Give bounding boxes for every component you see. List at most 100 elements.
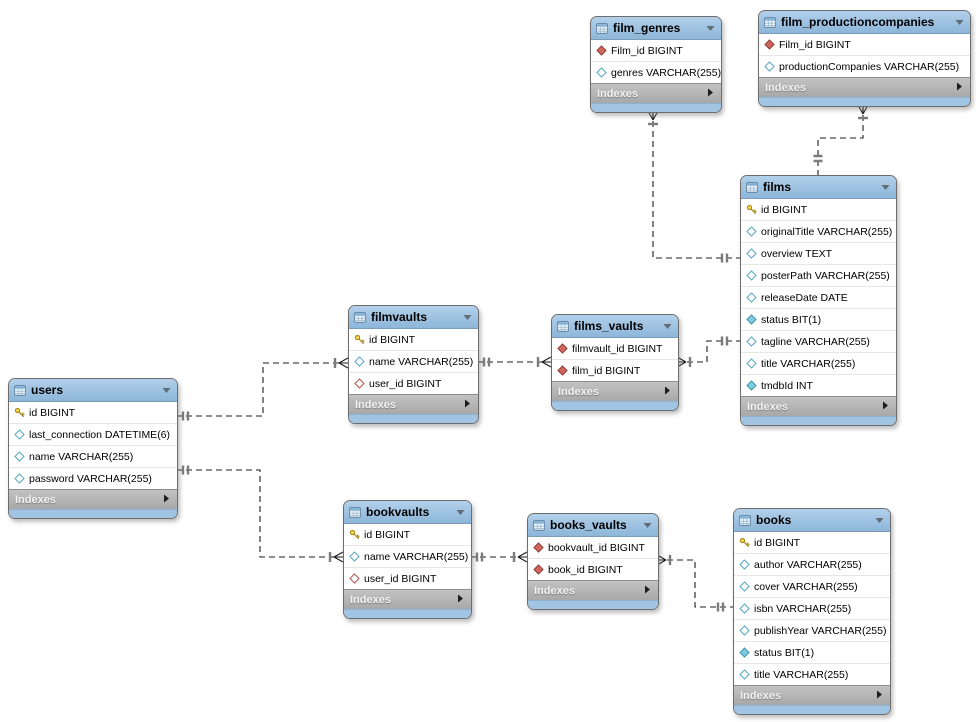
cardinality-one-marker bbox=[813, 154, 823, 163]
collapse-arrow-icon[interactable] bbox=[643, 516, 652, 534]
column-label: password VARCHAR(255) bbox=[29, 472, 152, 485]
collapse-arrow-icon[interactable] bbox=[881, 178, 890, 196]
relationship-line-users-filmvaults[interactable] bbox=[176, 362, 348, 417]
expand-arrow-icon[interactable] bbox=[876, 690, 883, 702]
indexes-section[interactable]: Indexes bbox=[591, 83, 721, 103]
indexes-section[interactable]: Indexes bbox=[344, 589, 471, 609]
table-header-filmvaults[interactable]: filmvaults bbox=[349, 306, 478, 329]
relationship-line-films_vaults-films[interactable] bbox=[677, 340, 740, 363]
column-label: isbn VARCHAR(255) bbox=[754, 602, 852, 615]
indexes-section[interactable]: Indexes bbox=[349, 394, 478, 414]
column-label: id BIGINT bbox=[754, 536, 801, 549]
collapse-arrow-icon[interactable] bbox=[663, 317, 672, 335]
table-title: bookvaults bbox=[366, 505, 430, 519]
diamond-filled-cyan-icon bbox=[738, 647, 750, 659]
indexes-label: Indexes bbox=[765, 81, 806, 94]
diamond-filled-red-icon bbox=[763, 39, 775, 51]
expand-arrow-icon[interactable] bbox=[956, 82, 963, 94]
table-footer-strip bbox=[528, 600, 658, 609]
column-row: originalTitle VARCHAR(255) bbox=[741, 221, 896, 243]
collapse-arrow-icon[interactable] bbox=[955, 13, 964, 31]
indexes-section[interactable]: Indexes bbox=[9, 489, 177, 509]
diamond-open-cyan-icon bbox=[738, 603, 750, 615]
diamond-filled-red-icon bbox=[595, 45, 607, 57]
diamond-open-cyan-icon bbox=[745, 292, 757, 304]
relationship-line-film_genres-films[interactable] bbox=[652, 111, 740, 259]
collapse-arrow-icon[interactable] bbox=[162, 381, 171, 399]
table-icon bbox=[596, 22, 608, 34]
collapse-arrow-icon[interactable] bbox=[706, 19, 715, 37]
diamond-filled-red-icon bbox=[556, 343, 568, 355]
diamond-open-cyan-icon bbox=[745, 358, 757, 370]
table-header-books_vaults[interactable]: books_vaults bbox=[528, 514, 658, 537]
diamond-open-cyan-icon bbox=[738, 625, 750, 637]
cardinality-one-marker bbox=[475, 552, 484, 562]
table-icon bbox=[349, 506, 361, 518]
diamond-open-cyan-icon bbox=[763, 61, 775, 73]
table-header-bookvaults[interactable]: bookvaults bbox=[344, 501, 471, 524]
collapse-arrow-icon[interactable] bbox=[456, 503, 465, 521]
collapse-arrow-icon[interactable] bbox=[463, 308, 472, 326]
column-label: author VARCHAR(255) bbox=[754, 558, 862, 571]
column-row: tagline VARCHAR(255) bbox=[741, 331, 896, 353]
table-icon bbox=[739, 514, 751, 526]
relationship-line-books_vaults-books[interactable] bbox=[657, 559, 733, 608]
diamond-open-red-icon bbox=[348, 573, 360, 585]
diamond-filled-cyan-icon bbox=[745, 314, 757, 326]
column-label: originalTitle VARCHAR(255) bbox=[761, 225, 893, 238]
expand-arrow-icon[interactable] bbox=[664, 386, 671, 398]
diamond-open-cyan-icon bbox=[13, 451, 25, 463]
column-label: tagline VARCHAR(255) bbox=[761, 335, 870, 348]
column-row: name VARCHAR(255) bbox=[9, 446, 177, 468]
indexes-section[interactable]: Indexes bbox=[734, 685, 890, 705]
table-header-films[interactable]: films bbox=[741, 176, 896, 199]
expand-arrow-icon[interactable] bbox=[464, 399, 471, 411]
relationship-line-film_productioncompanies-films[interactable] bbox=[817, 105, 864, 175]
table-header-film_genres[interactable]: film_genres bbox=[591, 17, 721, 40]
table-icon bbox=[533, 519, 545, 531]
indexes-section[interactable]: Indexes bbox=[552, 381, 678, 401]
key-icon bbox=[348, 529, 360, 541]
column-label: title VARCHAR(255) bbox=[754, 668, 849, 681]
table-footer-strip bbox=[344, 609, 471, 618]
table-header-users[interactable]: users bbox=[9, 379, 177, 402]
table-header-films_vaults[interactable]: films_vaults bbox=[552, 315, 678, 338]
column-label: bookvault_id BIGINT bbox=[548, 541, 645, 554]
table-title: films bbox=[763, 180, 792, 194]
table-header-film_productioncompanies[interactable]: film_productioncompanies bbox=[759, 11, 970, 34]
expand-arrow-icon[interactable] bbox=[644, 585, 651, 597]
table-title: books_vaults bbox=[550, 518, 627, 532]
key-icon bbox=[738, 537, 750, 549]
indexes-section[interactable]: Indexes bbox=[741, 396, 896, 416]
expand-arrow-icon[interactable] bbox=[457, 594, 464, 606]
collapse-arrow-icon[interactable] bbox=[875, 511, 884, 529]
indexes-section[interactable]: Indexes bbox=[759, 77, 970, 97]
column-label: filmvault_id BIGINT bbox=[572, 342, 663, 355]
diamond-filled-red-icon bbox=[556, 365, 568, 377]
expand-arrow-icon[interactable] bbox=[707, 88, 714, 100]
relationship-line-users-bookvaults[interactable] bbox=[176, 469, 343, 558]
column-label: user_id BIGINT bbox=[369, 377, 442, 390]
table-header-books[interactable]: books bbox=[734, 509, 890, 532]
expand-arrow-icon[interactable] bbox=[163, 494, 170, 506]
diamond-open-red-icon bbox=[353, 378, 365, 390]
table-footer-strip bbox=[552, 401, 678, 410]
expand-arrow-icon[interactable] bbox=[882, 401, 889, 413]
indexes-section[interactable]: Indexes bbox=[528, 580, 658, 600]
